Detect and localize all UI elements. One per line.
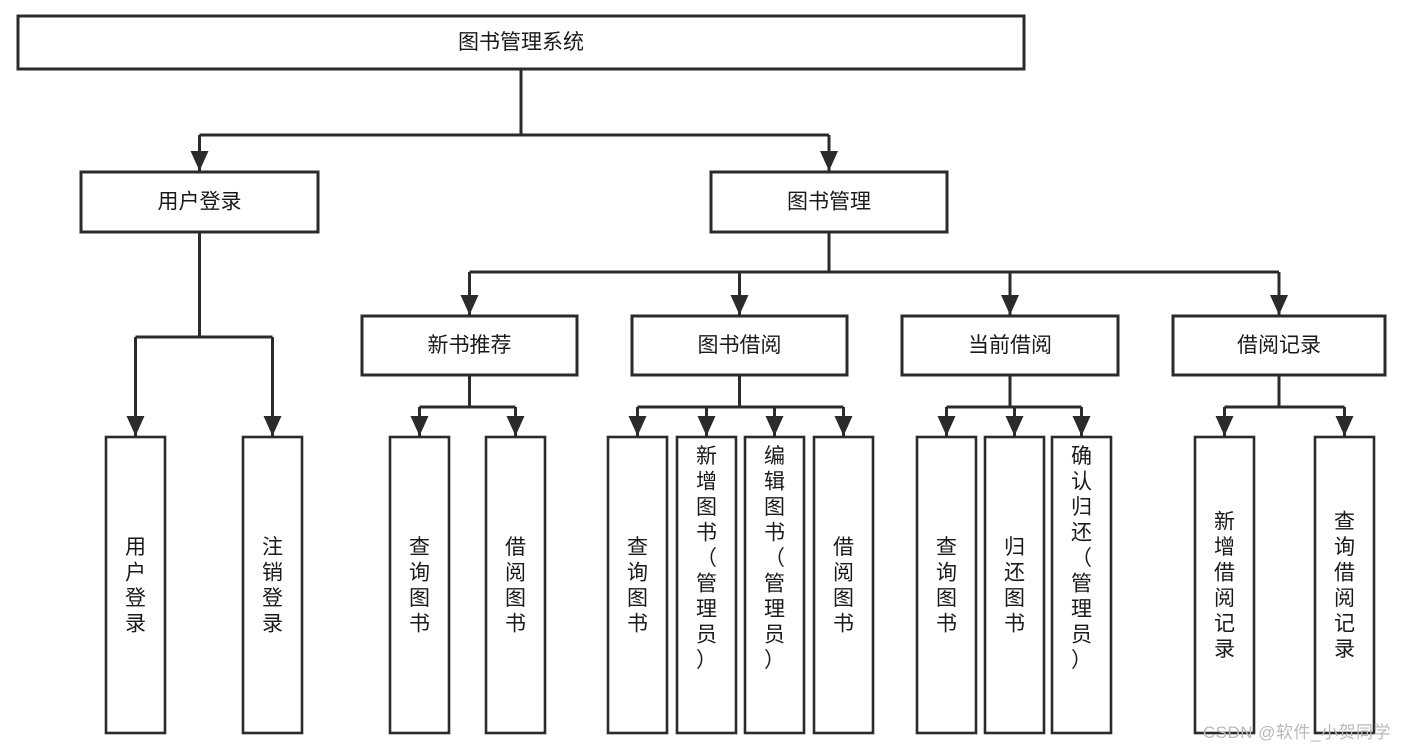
node-box-leaf-query-book-current: [915, 435, 978, 735]
node-leaf-add-borrow-record[interactable]: 新增借阅记录: [1193, 435, 1256, 735]
node-label-leaf-query-book-current: 查询图书: [936, 536, 957, 636]
arrow-head-icon-leaf-add-book-admin: [697, 416, 716, 436]
node-new-book-recommend[interactable]: 新书推荐: [360, 314, 579, 377]
node-user-login[interactable]: 用户登录: [79, 170, 320, 234]
arrow-head-icon-user-login: [190, 151, 209, 171]
node-leaf-user-login[interactable]: 用户登录: [104, 435, 167, 735]
node-leaf-borrow-book[interactable]: 借阅图书: [812, 435, 875, 735]
arrow-head-icon-book-borrow: [730, 295, 749, 315]
node-leaf-edit-book-admin[interactable]: 编辑图书（管理员）: [743, 435, 806, 735]
node-label-leaf-add-borrow-record: 新增借阅记录: [1214, 511, 1235, 662]
arrow-head-icon-leaf-user-login: [126, 416, 145, 436]
node-box-leaf-edit-book-admin: [743, 435, 806, 735]
node-leaf-query-book-borrow[interactable]: 查询图书: [606, 435, 669, 735]
arrow-head-icon-new-book-recommend: [460, 295, 479, 315]
node-label-user-login: 用户登录: [158, 191, 242, 214]
node-label-leaf-add-book-admin: 新增图书（管理员）: [696, 445, 717, 672]
node-book-management[interactable]: 图书管理: [709, 170, 949, 234]
node-label-leaf-return-book: 归还图书: [1004, 536, 1025, 636]
arrow-head-icon-leaf-borrow-book-recommend: [506, 416, 525, 436]
node-label-leaf-query-borrow-record: 查询借阅记录: [1334, 511, 1355, 662]
node-box-leaf-query-borrow-record: [1313, 435, 1376, 735]
node-leaf-return-book[interactable]: 归还图书: [983, 435, 1046, 735]
node-label-leaf-query-book-borrow: 查询图书: [627, 536, 648, 636]
node-label-root: 图书管理系统: [458, 31, 584, 54]
connector-layer: [126, 69, 1354, 436]
arrow-head-icon-leaf-add-borrow-record: [1215, 416, 1234, 436]
node-leaf-query-borrow-record[interactable]: 查询借阅记录: [1313, 435, 1376, 735]
node-box-leaf-add-book-admin: [675, 435, 738, 735]
node-label-borrow-record: 借阅记录: [1237, 334, 1321, 357]
arrow-head-icon-current-borrow: [1001, 295, 1019, 315]
arrow-head-icon-leaf-query-borrow-record: [1335, 416, 1354, 436]
node-leaf-confirm-return-admin[interactable]: 确认归还（管理员）: [1050, 435, 1113, 735]
node-borrow-record[interactable]: 借阅记录: [1171, 314, 1387, 377]
node-label-leaf-query-book-recommend: 查询图书: [409, 536, 430, 636]
arrow-head-icon-leaf-return-book: [1005, 416, 1024, 436]
node-box-leaf-confirm-return-admin: [1050, 435, 1113, 735]
node-leaf-query-book-current[interactable]: 查询图书: [915, 435, 978, 735]
arrow-head-icon-borrow-record: [1270, 295, 1288, 315]
node-current-borrow[interactable]: 当前借阅: [900, 314, 1120, 377]
node-box-borrow-record: [1171, 314, 1387, 377]
arrow-head-icon-leaf-logout: [263, 416, 282, 436]
node-layer: 图书管理系统用户登录图书管理新书推荐图书借阅当前借阅借阅记录用户登录注销登录查询…: [16, 14, 1387, 735]
watermark-text: CSDN @软件_小贺同学: [1202, 723, 1391, 742]
node-label-leaf-borrow-book: 借阅图书: [833, 536, 854, 636]
arrow-head-icon-leaf-query-book-current: [937, 416, 956, 436]
node-label-leaf-user-login: 用户登录: [125, 536, 146, 636]
node-box-leaf-logout: [241, 435, 304, 735]
arrow-head-icon-book-management: [820, 151, 838, 171]
node-box-leaf-query-book-recommend: [388, 435, 451, 735]
node-label-new-book-recommend: 新书推荐: [428, 334, 512, 357]
arrow-head-icon-leaf-borrow-book: [834, 416, 853, 436]
node-box-leaf-return-book: [983, 435, 1046, 735]
node-box-book-borrow: [630, 314, 849, 377]
node-label-current-borrow: 当前借阅: [968, 334, 1052, 357]
node-label-leaf-borrow-book-recommend: 借阅图书: [505, 536, 526, 636]
node-label-leaf-edit-book-admin: 编辑图书（管理员）: [764, 445, 785, 672]
node-label-leaf-logout: 注销登录: [262, 536, 283, 636]
node-leaf-query-book-recommend[interactable]: 查询图书: [388, 435, 451, 735]
node-leaf-add-book-admin[interactable]: 新增图书（管理员）: [675, 435, 738, 735]
node-box-new-book-recommend: [360, 314, 579, 377]
node-root[interactable]: 图书管理系统: [16, 14, 1026, 71]
node-box-leaf-borrow-book-recommend: [484, 435, 547, 735]
node-box-leaf-query-book-borrow: [606, 435, 669, 735]
node-leaf-logout[interactable]: 注销登录: [241, 435, 304, 735]
node-box-leaf-add-borrow-record: [1193, 435, 1256, 735]
node-book-borrow[interactable]: 图书借阅: [630, 314, 849, 377]
node-leaf-borrow-book-recommend[interactable]: 借阅图书: [484, 435, 547, 735]
node-box-leaf-user-login: [104, 435, 167, 735]
node-box-current-borrow: [900, 314, 1120, 377]
arrow-head-icon-leaf-query-book-borrow: [628, 416, 647, 436]
node-box-leaf-borrow-book: [812, 435, 875, 735]
node-label-book-management: 图书管理: [787, 191, 871, 214]
node-box-root: [16, 14, 1026, 71]
arrow-head-icon-leaf-query-book-recommend: [410, 416, 429, 436]
node-label-book-borrow: 图书借阅: [698, 334, 782, 357]
arrow-head-icon-leaf-confirm-return-admin: [1072, 416, 1091, 436]
node-box-user-login: [79, 170, 320, 234]
arrow-head-icon-leaf-edit-book-admin: [765, 416, 784, 436]
node-label-leaf-confirm-return-admin: 确认归还（管理员）: [1071, 445, 1092, 672]
node-box-book-management: [709, 170, 949, 234]
